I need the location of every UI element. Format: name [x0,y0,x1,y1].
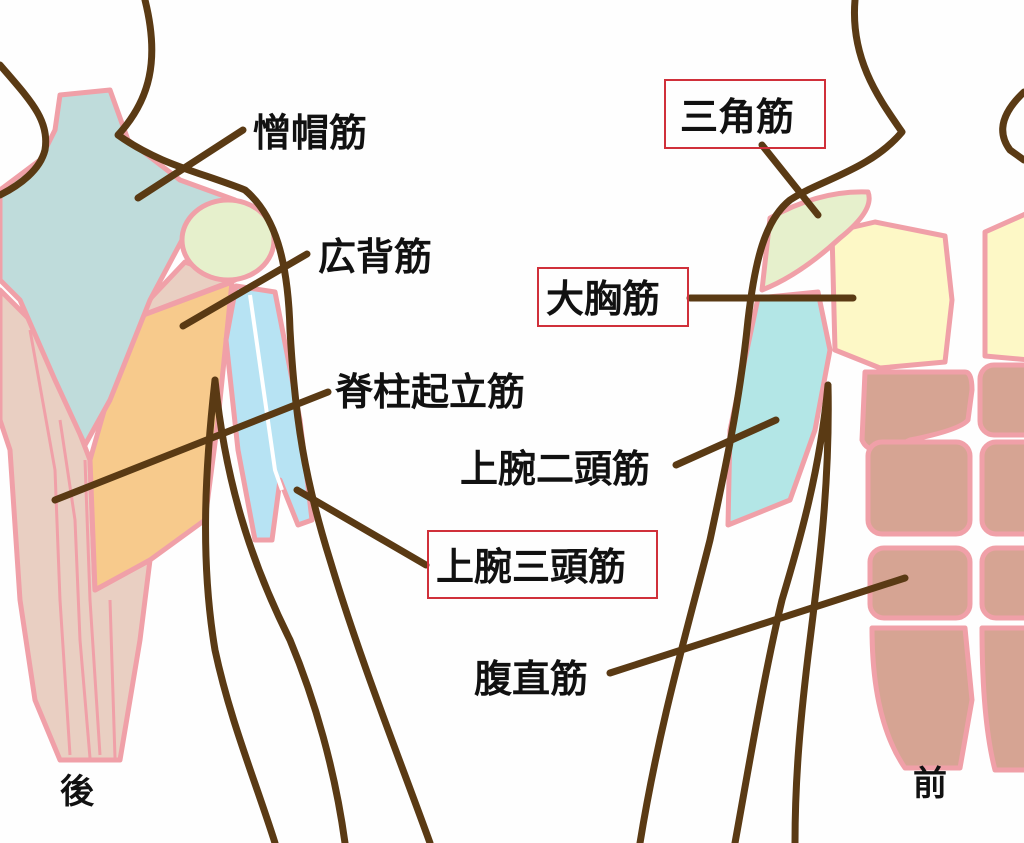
label-back-view: 後 [60,772,95,812]
front-body-outline [636,0,1024,843]
label-rectus-abdominis: 腹直筋 [474,657,588,701]
leader-trapezius [134,126,247,202]
triceps-gap [248,294,284,491]
deltoid-front [759,189,872,293]
label-trapezius: 憎帽筋 [253,111,367,155]
highlight-box-deltoid [664,79,826,149]
label-erector-spinae: 脊柱起立筋 [335,370,525,414]
front-view [636,0,1024,843]
leader-latissimus [179,250,311,330]
trapezius [0,87,238,448]
leader-abs [606,574,909,677]
pectoralis-major-right [982,211,1024,362]
leader-triceps [293,486,430,569]
label-triceps: 上腕三頭筋 [436,545,626,589]
erector-stripes [28,329,117,759]
label-deltoid: 三角筋 [680,95,794,139]
highlight-box-pectoralis [537,267,689,327]
label-front-view: 前 [913,764,947,804]
leader-erector [51,388,332,504]
highlight-box-triceps [427,530,658,599]
leader-deltoid [758,141,822,219]
label-biceps: 上腕二頭筋 [460,447,650,491]
label-latissimus-dorsi: 広背筋 [318,235,432,279]
pectoralis-major [829,219,955,371]
rectus-abdominis [859,362,1024,773]
leader-biceps [672,416,780,469]
back-body-outline [0,0,434,843]
label-pectoralis-major: 大胸筋 [546,277,660,321]
